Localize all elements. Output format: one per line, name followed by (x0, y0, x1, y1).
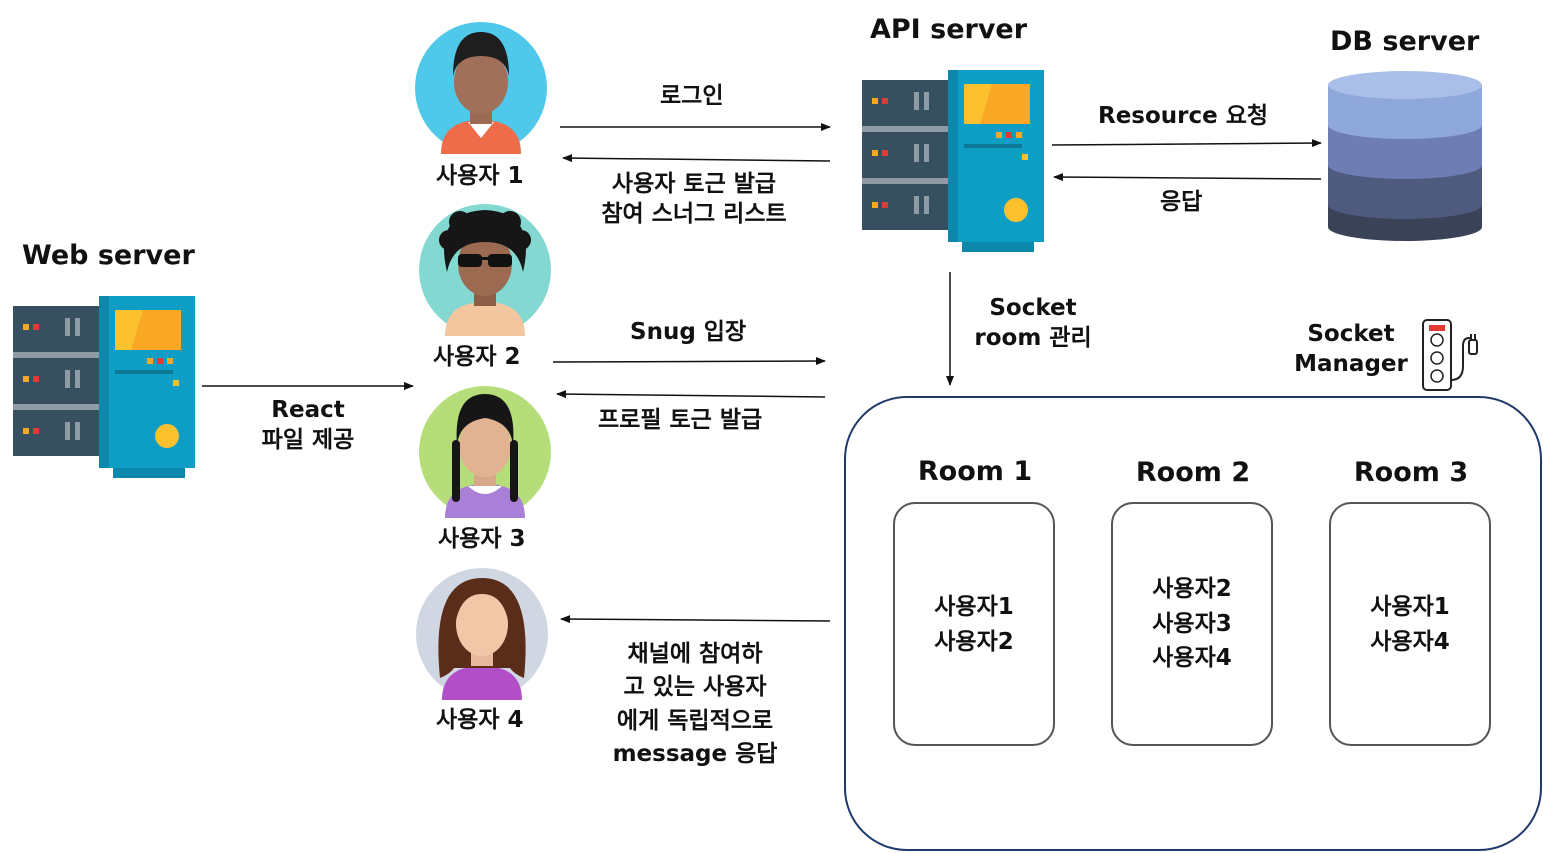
user-4-label: 사용자 4 (436, 706, 524, 736)
resource-edge-label: Resource 요청 (1098, 102, 1268, 132)
user-4-avatar-icon (416, 568, 548, 700)
profile-edge-label: 프로필 토근 발급 (598, 406, 762, 436)
response-edge-label: 응답 (1160, 188, 1202, 218)
db-server-label: DB server (1330, 24, 1479, 59)
room-1-title: Room 1 (893, 454, 1057, 489)
room-3-title: Room 3 (1329, 455, 1493, 490)
arrow-response (1054, 177, 1321, 179)
power-strip-icon (1423, 320, 1477, 390)
arrow-broadcast (561, 619, 830, 621)
user-2-avatar-icon (419, 204, 551, 336)
user-1-label: 사용자 1 (436, 162, 524, 192)
arrow-snug (553, 361, 825, 362)
user-1-avatar-icon (415, 22, 547, 154)
database-icon (1328, 71, 1482, 241)
web-server-label: Web server (22, 238, 195, 273)
arrow-profile (557, 394, 825, 397)
arrow-token (563, 158, 830, 161)
api-server-label: API server (870, 12, 1027, 47)
web-server-icon (13, 296, 195, 478)
room-2-title: Room 2 (1111, 455, 1275, 490)
user-3-avatar-icon (419, 386, 551, 518)
arrow-resource (1052, 143, 1321, 145)
user-2-label: 사용자 2 (433, 343, 521, 373)
login-edge-label: 로그인 (660, 82, 723, 112)
user-3-label: 사용자 3 (438, 525, 526, 555)
snug-edge-label: Snug 입장 (630, 318, 746, 348)
api-server-icon (862, 70, 1044, 252)
